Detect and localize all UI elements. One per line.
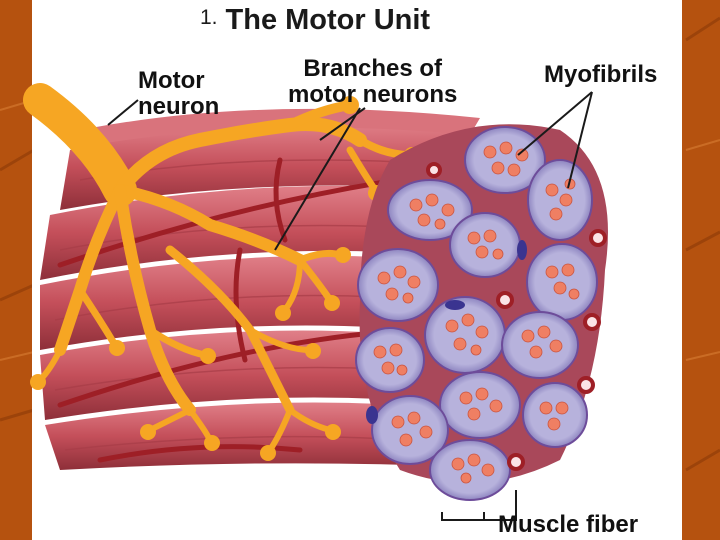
label-leader-lines [107, 91, 593, 521]
title-text: The Motor Unit [225, 4, 431, 36]
label-muscle-fiber: Muscle fiber [498, 511, 639, 538]
label-branches-of-motor-neurons: Branches of motor neurons [288, 56, 457, 108]
fiber-cross-section [355, 124, 608, 501]
slide-title: 1. The Motor Unit [200, 4, 430, 37]
title-number: 1. [200, 6, 218, 29]
label-myofibrils: Myofibrils [544, 61, 658, 88]
label-branches-line-2: motor neurons [288, 81, 458, 108]
label-motor-neuron-line-1: Motor [138, 67, 205, 94]
label-motor-neuron: Motor neuron [138, 68, 219, 120]
label-motor-neuron-line-2: neuron [138, 93, 220, 120]
label-branches-line-1: Branches of [303, 55, 443, 82]
